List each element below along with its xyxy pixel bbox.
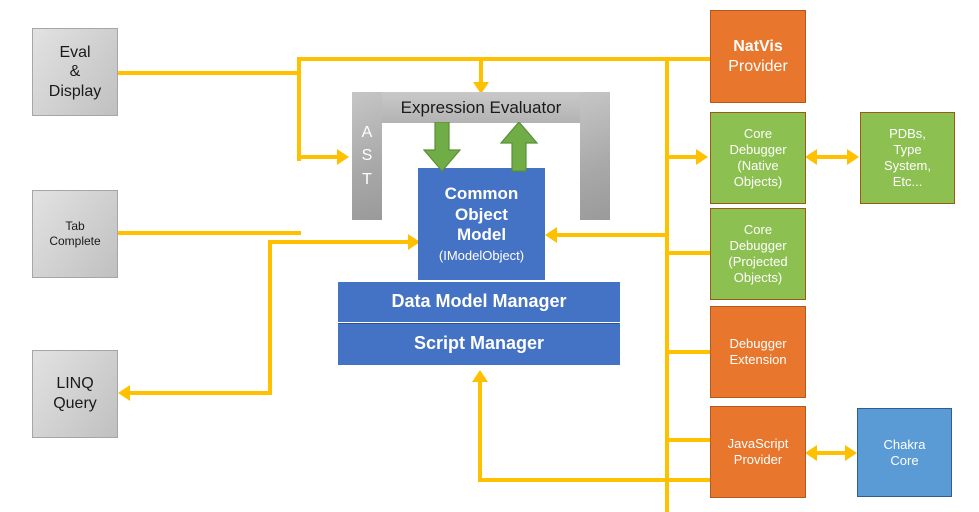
natvis-provider-line-1: NatVis [733, 37, 783, 55]
natvis-provider-line-2: Provider [728, 57, 788, 75]
arrow-into-core-debugger-native-from-pdbs [805, 149, 817, 165]
common-object-model-box[interactable]: Common Object Model (IModelObject) [418, 168, 545, 280]
common-object-model-interface: (IModelObject) [438, 248, 525, 264]
arrow-into-script-manager [472, 370, 488, 382]
debugger-extension-line-2: Extension [729, 352, 787, 367]
debugger-extension-line-1: Debugger [729, 336, 787, 352]
core-debugger-native-line-3: (Native [737, 158, 779, 173]
linq-query-line-1: LINQ [56, 375, 94, 393]
tab-complete-line-1: Tab [65, 219, 85, 234]
connector-trunk-to-common-object-model [557, 233, 669, 237]
connector-rail-to-common-object-model [268, 240, 420, 244]
expression-evaluator-header: Expression Evaluator [352, 92, 610, 123]
tab-complete-box[interactable]: Tab Complete [32, 190, 118, 278]
core-debugger-projected-line-1: Core [743, 222, 773, 238]
connector-core-native-to-pdbs [817, 155, 849, 159]
arrow-into-expression-evaluator [473, 82, 489, 94]
connector-rail-down-to-linq [268, 240, 272, 395]
common-object-model-line-3: Model [456, 225, 507, 245]
javascript-provider-line-2: Provider [733, 452, 783, 467]
arrow-into-ast [337, 149, 349, 165]
connector-up-to-script-manager [478, 382, 482, 480]
javascript-provider-box[interactable]: JavaScript Provider [710, 406, 806, 498]
pdbs-line-1: PDBs, [889, 126, 926, 142]
debugger-extension-box[interactable]: Debugger Extension [710, 306, 806, 398]
chakra-core-line-1: Chakra [883, 436, 926, 452]
connector-right-trunk [665, 57, 669, 512]
connector-trunk-to-core-projected [665, 251, 712, 255]
data-model-manager-box[interactable]: Data Model Manager [338, 282, 620, 322]
connector-toprail-down-to-ee [479, 57, 483, 84]
core-debugger-projected-line-4: Objects) [733, 269, 783, 285]
arrow-into-common-object-model-right [545, 227, 557, 243]
expression-evaluator-right-leg [580, 92, 610, 220]
pdbs-line-4: Etc... [892, 173, 923, 189]
core-debugger-native-line-1: Core [743, 126, 773, 142]
eval-and-display-box[interactable]: Eval & Display [32, 28, 118, 116]
pdbs-line-2: Type [893, 142, 922, 158]
core-debugger-projected-box[interactable]: Core Debugger (Projected Objects) [710, 208, 806, 300]
expression-evaluator-label: Expression Evaluator [400, 97, 562, 117]
core-debugger-projected-line-2: Debugger [729, 238, 787, 254]
core-debugger-native-box[interactable]: Core Debugger (Native Objects) [710, 112, 806, 204]
connector-trunk-to-ast [297, 155, 339, 159]
pdbs-line-3: System, [884, 158, 931, 173]
common-object-model-line-2: Object [455, 204, 508, 224]
common-object-model-line-1: Common [444, 183, 519, 203]
ast-letter-t: T [362, 170, 372, 188]
block-arrow-up-model-to-ee [500, 122, 538, 172]
connector-javascript-to-chakra [817, 451, 847, 455]
connector-tabcomplete-to-trunk [118, 231, 301, 235]
connector-trunk-left-upper [297, 57, 301, 161]
data-model-manager-label: Data Model Manager [391, 291, 567, 312]
arrow-into-core-debugger-native [696, 149, 708, 165]
connector-trunk-to-debugger-extension [665, 350, 712, 354]
eval-display-line-3: Display [48, 82, 102, 100]
script-manager-label: Script Manager [413, 333, 545, 354]
connector-eval-to-trunk [118, 71, 301, 75]
connector-trunk-to-javascript-provider [665, 438, 712, 442]
arrow-into-common-object-model-left [408, 234, 420, 250]
tab-complete-line-2: Complete [49, 234, 101, 248]
arrow-into-javascript-provider-from-chakra [805, 445, 817, 461]
arrow-into-pdbs [847, 149, 859, 165]
chakra-core-line-2: Core [890, 452, 919, 468]
connector-rail-to-linq [130, 391, 272, 395]
ast-letter-s: S [361, 147, 373, 165]
linq-query-line-2: Query [53, 395, 97, 412]
arrow-into-chakra-core [845, 445, 857, 461]
core-debugger-projected-line-3: (Projected [728, 254, 788, 269]
connector-javascript-to-script-manager [478, 478, 712, 482]
core-debugger-native-line-4: Objects) [733, 173, 783, 189]
script-manager-box[interactable]: Script Manager [338, 323, 620, 365]
javascript-provider-line-1: JavaScript [727, 436, 789, 452]
eval-display-line-1: Eval [59, 43, 91, 61]
arrow-into-linq-query [118, 385, 130, 401]
connector-top-rail-to-natvis [297, 57, 710, 61]
ast-block: A S T [352, 92, 382, 220]
linq-query-box[interactable]: LINQ Query [32, 350, 118, 438]
chakra-core-box[interactable]: Chakra Core [857, 408, 952, 497]
eval-display-line-2: & [69, 63, 81, 81]
connector-trunk-to-core-native [665, 155, 698, 159]
core-debugger-native-line-2: Debugger [729, 142, 787, 158]
pdbs-type-system-box[interactable]: PDBs, Type System, Etc... [860, 112, 955, 204]
ast-letter-a: A [361, 124, 373, 142]
natvis-provider-box[interactable]: NatVis Provider [710, 10, 806, 103]
block-arrow-down-ee-to-model [423, 122, 461, 172]
